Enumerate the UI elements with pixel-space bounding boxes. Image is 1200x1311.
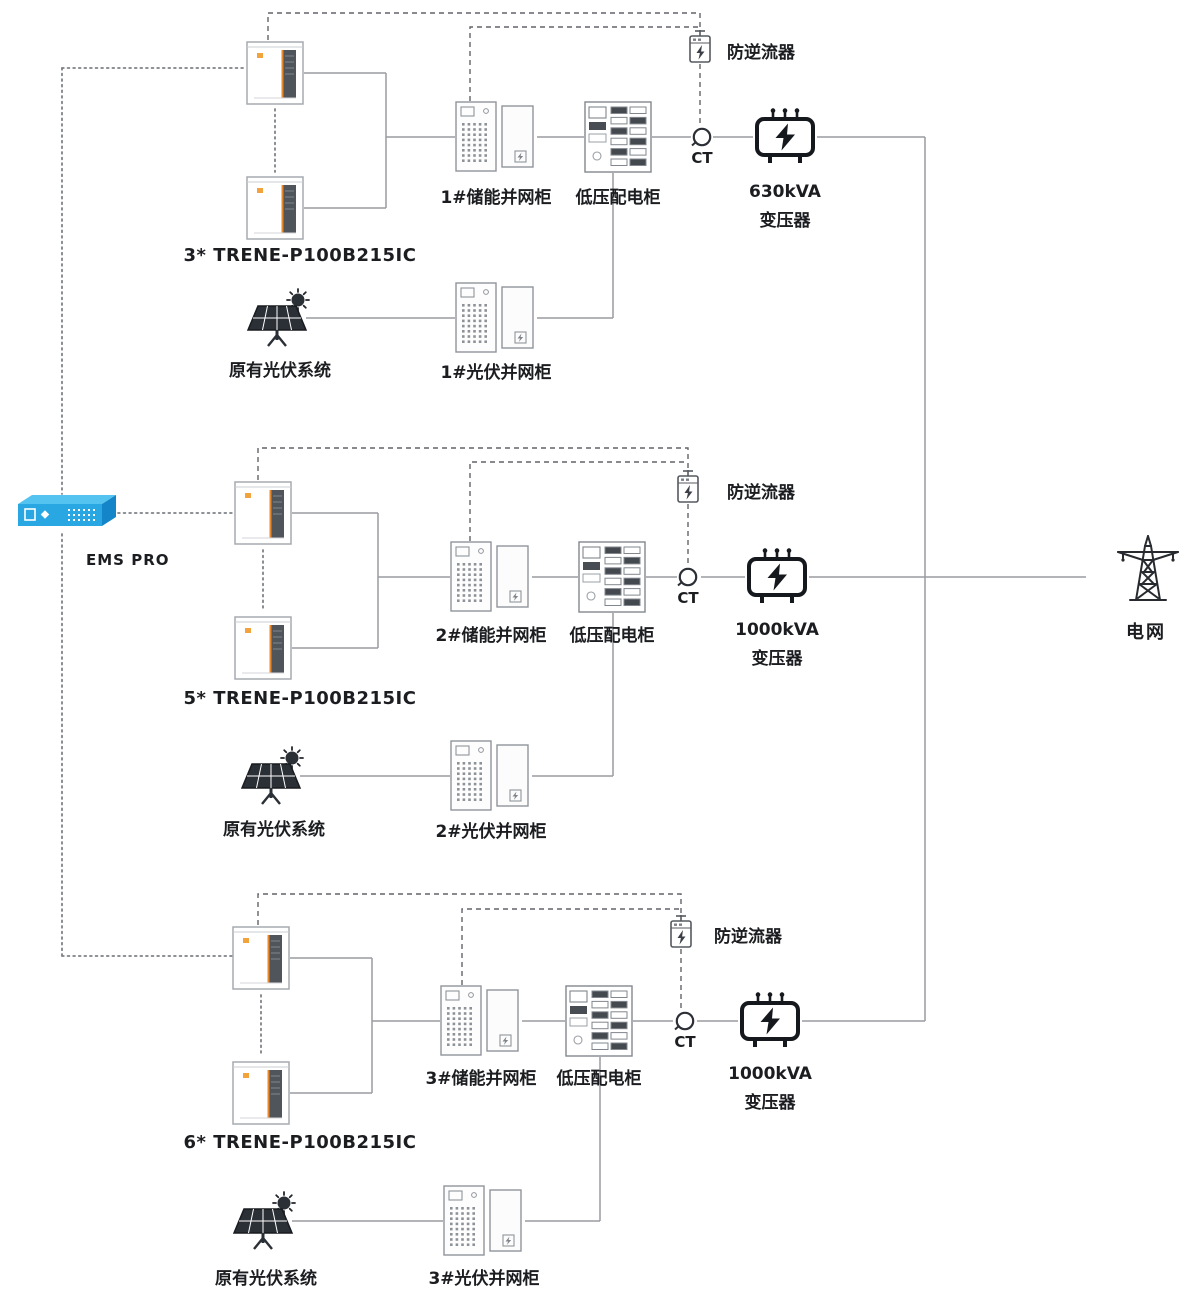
- battery-cabinet-icon: [232, 925, 290, 991]
- pv-grid-cabinet-label: 3#光伏并网柜: [428, 1269, 540, 1289]
- battery-cabinet-icon: [234, 615, 292, 681]
- battery-stack-label: 5* TRENE-P100B215IC: [183, 688, 417, 709]
- battery-cabinet-icon: [232, 1060, 290, 1126]
- anti-backflow-label: 防逆流器: [727, 43, 795, 63]
- pv-system-icon: [232, 1191, 300, 1255]
- ct-sensor-icon: [676, 565, 700, 589]
- battery-stack-label: 6* TRENE-P100B215IC: [183, 1132, 417, 1153]
- anti-backflow-label: 防逆流器: [727, 483, 795, 503]
- ct-label: CT: [691, 149, 713, 167]
- storage-grid-cabinet-label: 2#储能并网柜: [435, 626, 547, 646]
- pv-grid-cabinet-icon: [455, 282, 537, 354]
- lv-distribution-cabinet-label: 低压配电柜: [575, 188, 661, 208]
- lv-distribution-cabinet-label: 低压配电柜: [569, 626, 655, 646]
- battery-cabinet-icon: [234, 480, 292, 546]
- storage-grid-cabinet-label: 3#储能并网柜: [425, 1069, 537, 1089]
- transformer-capacity-label: 630kVA: [749, 182, 821, 202]
- ems-label: EMS PRO: [86, 551, 170, 569]
- ct-label: CT: [677, 589, 699, 607]
- pv-system-label: 原有光伏系统: [229, 361, 331, 381]
- transformer-icon: [753, 107, 817, 165]
- storage-grid-cabinet-icon: [440, 985, 522, 1057]
- pv-grid-cabinet-label: 2#光伏并网柜: [435, 822, 547, 842]
- transformer-name-label: 变压器: [751, 649, 803, 669]
- anti-backflow-device-icon: [675, 470, 701, 504]
- lv-distribution-cabinet-label: 低压配电柜: [556, 1069, 642, 1089]
- pv-system-icon: [246, 288, 314, 352]
- battery-cabinet-icon: [246, 40, 304, 106]
- pv-system-label: 原有光伏系统: [223, 820, 325, 840]
- grid-tower-icon: [1106, 534, 1190, 602]
- lv-distribution-cabinet-icon: [578, 541, 646, 613]
- anti-backflow-device-icon: [687, 30, 713, 64]
- transformer-icon: [738, 991, 802, 1049]
- grid-label: 电网: [1126, 622, 1166, 643]
- transformer-name-label: 变压器: [759, 211, 811, 231]
- storage-grid-cabinet-icon: [455, 101, 537, 173]
- pv-system-icon: [240, 746, 308, 810]
- pv-system-label: 原有光伏系统: [215, 1269, 317, 1289]
- transformer-capacity-label: 1000kVA: [735, 620, 819, 640]
- anti-backflow-label: 防逆流器: [714, 927, 782, 947]
- pv-grid-cabinet-icon: [450, 740, 532, 812]
- battery-cabinet-icon: [246, 175, 304, 241]
- battery-stack-label: 3* TRENE-P100B215IC: [183, 245, 417, 266]
- transformer-capacity-label: 1000kVA: [728, 1064, 812, 1084]
- ct-label: CT: [674, 1033, 696, 1051]
- transformer-icon: [745, 547, 809, 605]
- lv-distribution-cabinet-icon: [584, 101, 652, 173]
- pv-grid-cabinet-icon: [443, 1185, 525, 1257]
- storage-grid-cabinet-label: 1#储能并网柜: [440, 188, 552, 208]
- ct-sensor-icon: [690, 125, 714, 149]
- ct-sensor-icon: [673, 1009, 697, 1033]
- transformer-name-label: 变压器: [744, 1093, 796, 1113]
- ems-device-icon: [12, 492, 122, 536]
- pv-grid-cabinet-label: 1#光伏并网柜: [440, 363, 552, 383]
- lv-distribution-cabinet-icon: [565, 985, 633, 1057]
- storage-grid-cabinet-icon: [450, 541, 532, 613]
- anti-backflow-device-icon: [668, 915, 694, 949]
